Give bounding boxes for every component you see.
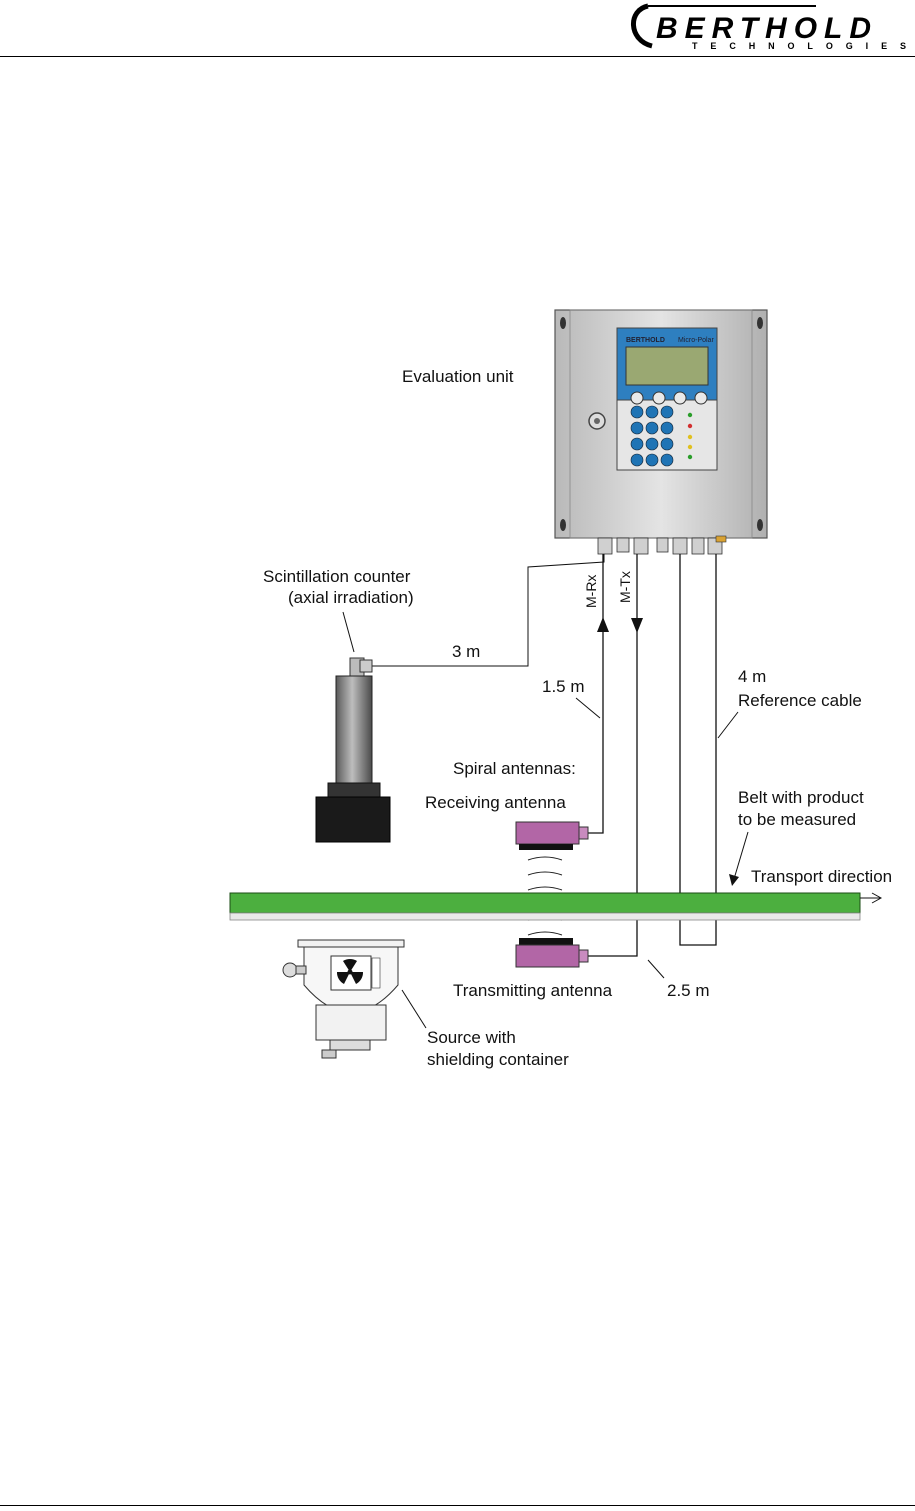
label-evaluation-unit: Evaluation unit [402,367,514,386]
source-container [283,940,404,1058]
label-3m: 3 m [452,642,480,661]
label-m-tx: M-Tx [617,571,633,603]
scintillation-counter [316,658,390,842]
label-1-5m: 1.5 m [542,677,585,696]
device-model: Micro-Polar [678,337,714,344]
label-belt-1: Belt with product [738,788,864,807]
label-belt-2: to be measured [738,810,856,829]
label-4m: 4 m [738,667,766,686]
footer-rule [0,1505,915,1506]
label-source-2: shielding container [427,1050,569,1069]
label-scint-1: Scintillation counter [263,567,411,586]
transmitting-antenna [516,938,588,967]
label-2-5m: 2.5 m [667,981,710,1000]
arrow-down-icon [631,618,643,633]
receiving-antenna [516,822,588,850]
pointer-scint [343,612,354,652]
label-reference-cable: Reference cable [738,691,862,710]
cable-glands [598,538,722,554]
evaluation-unit: BERTHOLD Micro-Polar [555,310,767,554]
conveyor-belt [230,893,860,920]
label-scint-2: (axial irradiation) [288,588,414,607]
label-transport-direction: Transport direction [751,867,892,886]
label-transmitting-antenna: Transmitting antenna [453,981,613,1000]
label-source-1: Source with [427,1028,516,1047]
label-spiral-antennas: Spiral antennas: [453,759,576,778]
device-brand: BERTHOLD [626,337,665,344]
arrow-up-icon [597,617,609,632]
label-m-rx: M-Rx [583,575,599,608]
device-display [626,347,708,385]
label-receiving-antenna: Receiving antenna [425,793,566,812]
